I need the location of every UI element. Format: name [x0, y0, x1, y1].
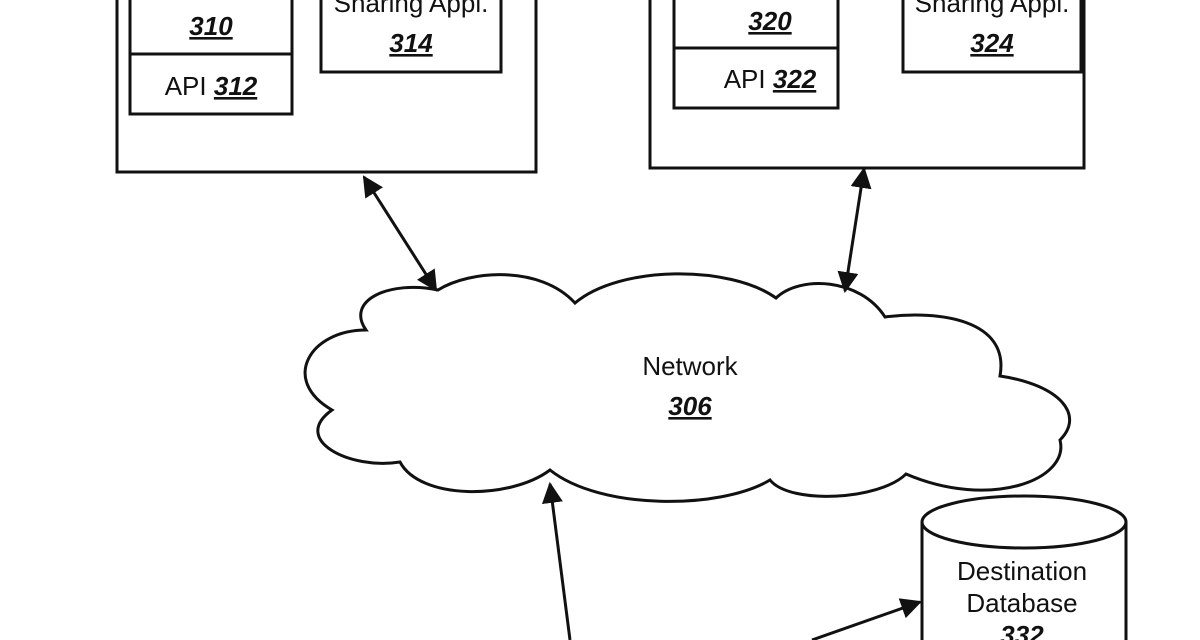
network-cloud [303, 272, 1072, 503]
sharing-box-314-label: Sharing Appl. [334, 0, 489, 18]
database-label-line2: Database [966, 588, 1077, 618]
left-device-frame [115, 0, 538, 174]
api-box-312-label: API [165, 71, 207, 101]
arrow-to-database [811, 598, 922, 640]
api-box-322-label: API [724, 64, 766, 94]
database-top [920, 494, 1128, 550]
api-box-312-text: API 312 [165, 71, 258, 101]
database-number: 332 [1000, 620, 1044, 640]
sharing-box-324-number: 324 [970, 28, 1014, 58]
api-box-312 [128, 52, 294, 116]
sharing-box-324 [901, 0, 1083, 74]
arrow-left-device-network [362, 175, 438, 292]
database-label-line1: Destination [957, 556, 1087, 586]
api-box-312-number: 312 [214, 71, 258, 101]
database-sides [920, 522, 1128, 640]
app-box-310-number: 310 [189, 11, 233, 41]
api-box-322-number: 322 [773, 64, 817, 94]
sharing-box-324-label: Sharing Appl. [915, 0, 1070, 18]
sharing-box-314-number: 314 [389, 28, 433, 58]
network-number: 306 [668, 391, 712, 421]
right-device-frame [648, 0, 1086, 170]
right-device: 320 API 322 Sharing Appl. 324 [648, 0, 1086, 170]
arrow-network-bottom [541, 481, 572, 640]
app-box-320-number: 320 [748, 6, 792, 36]
network-label: Network [642, 351, 738, 381]
sharing-box-314 [319, 0, 503, 74]
api-box-322-text: API 322 [724, 64, 817, 94]
arrow-right-device-network [837, 166, 872, 294]
left-device: 310 API 312 Sharing Appl. 314 [115, 0, 538, 174]
destination-database: Destination Database 332 [920, 494, 1128, 640]
api-box-322 [672, 46, 840, 110]
